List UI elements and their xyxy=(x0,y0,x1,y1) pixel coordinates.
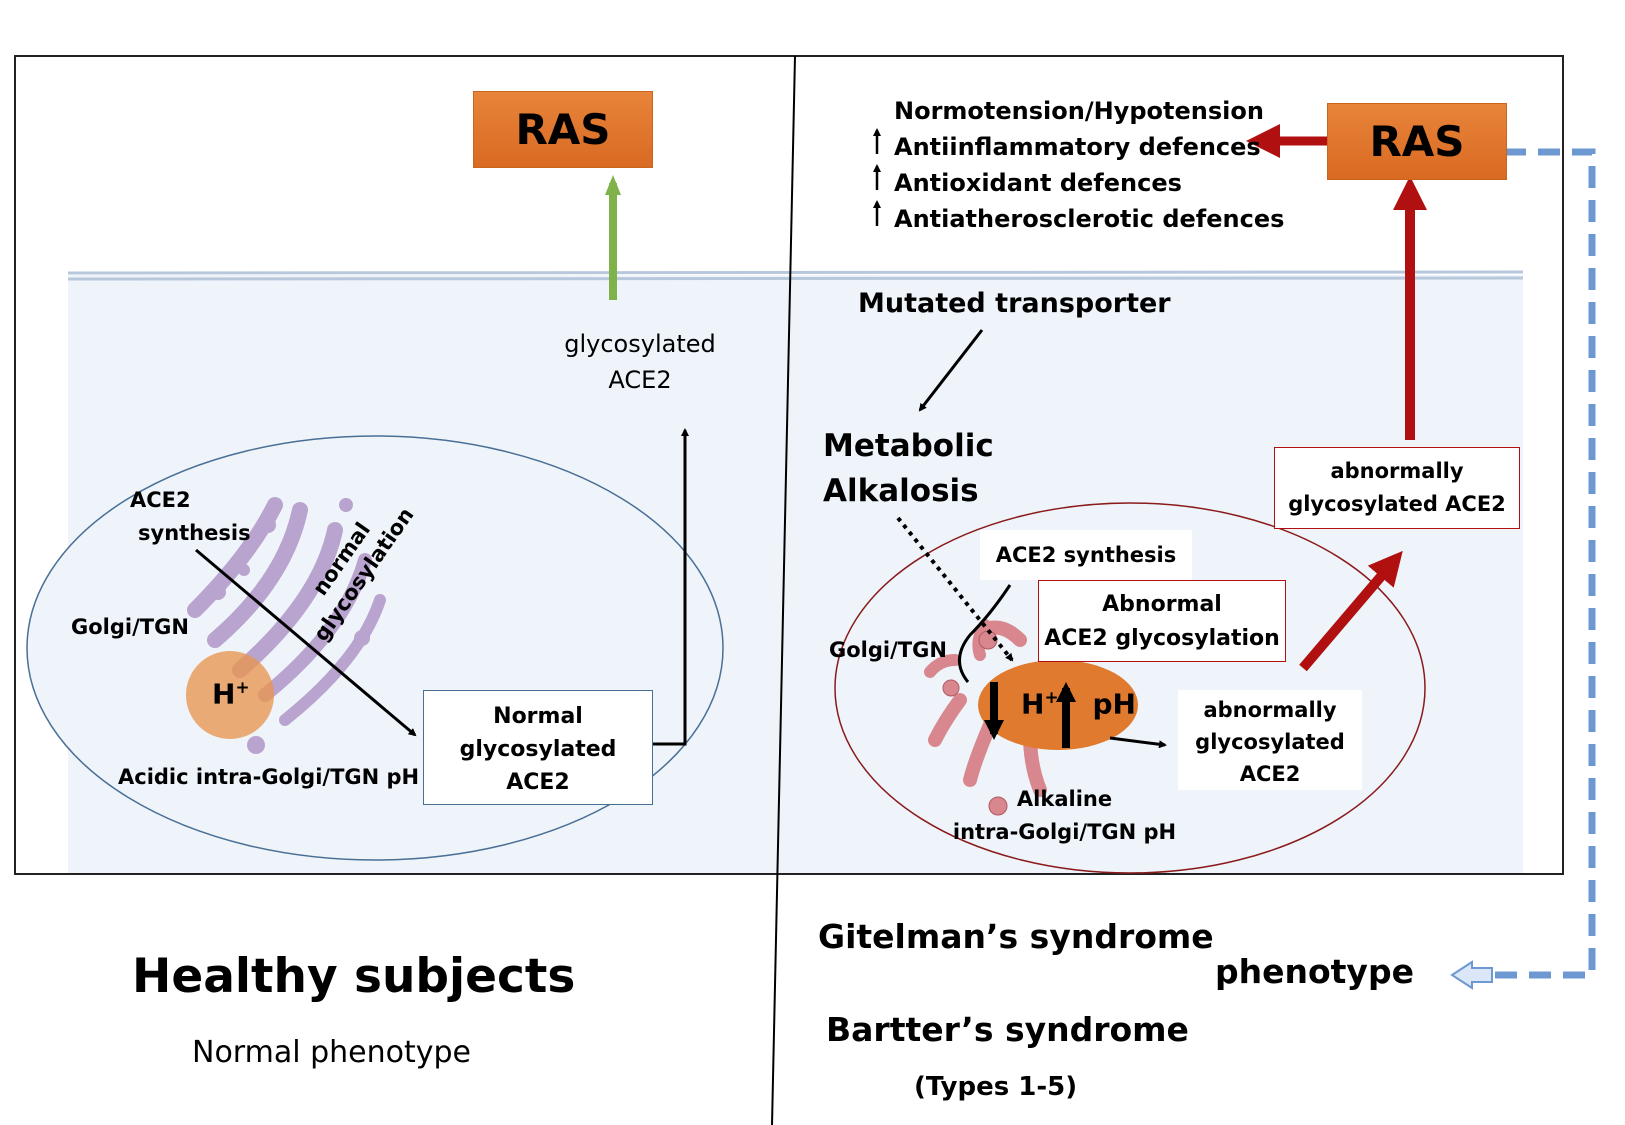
abnormal-glyc-line1: Abnormal xyxy=(1102,592,1222,617)
ace2-synthesis-left-line1: ACE2 xyxy=(130,488,191,512)
ras-label-left: RAS xyxy=(515,105,611,154)
proton-ellipse-right xyxy=(978,660,1138,750)
ras-box-right: RAS xyxy=(1327,103,1507,180)
effect-item: Antioxidant defences xyxy=(894,169,1182,197)
abnormal-top-line1: abnormally xyxy=(1330,459,1464,483)
abnormal-inner-line3: ACE2 xyxy=(1239,762,1301,786)
normal-box-line1: Normal xyxy=(493,704,583,729)
mutated-transporter-arrow xyxy=(918,329,984,412)
glycosylated-ace2-label: glycosylated ACE2 xyxy=(560,326,720,398)
abnormal-top-line2: glycosylated ACE2 xyxy=(1288,492,1506,516)
panel-divider xyxy=(771,55,796,1125)
glycosylated-ace2-line2: ACE2 xyxy=(608,366,672,394)
golgi-label-right: Golgi/TGN xyxy=(829,638,947,662)
alkaline-line1: Alkaline xyxy=(1016,787,1113,811)
proton-circle-left xyxy=(186,651,274,739)
metabolic-alkalosis-label: Metabolic Alkalosis xyxy=(823,424,994,514)
to-abnormal-ace2-arrow xyxy=(1109,736,1167,749)
abnormal-inner-line2: glycosylated xyxy=(1195,730,1345,754)
effect-item: Antiinflammatory defences xyxy=(894,133,1261,161)
abnormal-glycosylation-box: Abnormal ACE2 glycosylation xyxy=(1038,580,1286,662)
membrane-line xyxy=(67,276,1524,281)
proton-label-left: H+ xyxy=(212,677,250,711)
ace2-synthesis-box-right: ACE2 synthesis xyxy=(980,530,1192,580)
abnormal-ace2-inner-box: abnormally glycosylated ACE2 xyxy=(1178,690,1362,790)
export-arrow-left xyxy=(645,428,689,746)
types-label: (Types 1-5) xyxy=(914,1072,1078,1102)
mutated-transporter-label: Mutated transporter xyxy=(858,288,1171,319)
ace2-synthesis-right: ACE2 synthesis xyxy=(995,543,1177,567)
alkalosis-dotted-arrow xyxy=(896,516,1014,662)
red-diagonal-arrow xyxy=(1299,550,1403,672)
ace2-synthesis-left-line2: synthesis xyxy=(138,521,251,545)
acidic-ph-label: Acidic intra-Golgi/TGN pH xyxy=(118,765,420,789)
gitelman-label: Gitelman’s syndrome xyxy=(818,917,1214,956)
metabolic-line2: Alkalosis xyxy=(823,473,979,509)
normal-box-line2: glycosylated xyxy=(459,737,617,762)
phenotype-label: phenotype xyxy=(1215,952,1414,991)
effect-item: Antiatherosclerotic defences xyxy=(894,205,1285,233)
abnormal-inner-line1: abnormally xyxy=(1203,698,1337,722)
glycosylated-ace2-line1: glycosylated xyxy=(564,330,716,358)
golgi-label-left: Golgi/TGN xyxy=(71,615,189,639)
proton-h-left: H xyxy=(212,677,236,711)
bartter-label: Bartter’s syndrome xyxy=(826,1010,1189,1049)
metabolic-line1: Metabolic xyxy=(823,428,994,464)
normal-glycosylated-box: Normal glycosylated ACE2 xyxy=(423,690,653,805)
vesicles-left xyxy=(210,498,370,754)
effect-item: Normotension/Hypotension xyxy=(894,97,1264,125)
ace2-synthesis-label-left: ACE2 synthesis xyxy=(130,484,251,550)
abnormal-glyc-line2: ACE2 glycosylation xyxy=(1044,626,1280,651)
feedback-dashed-line xyxy=(1478,148,1596,979)
normal-box-line3: ACE2 xyxy=(506,770,570,795)
ras-box-left: RAS xyxy=(473,91,653,168)
proton-sup-left: + xyxy=(235,677,250,697)
membrane-line xyxy=(67,270,1524,275)
feedback-hollow-arrow xyxy=(1450,960,1493,990)
ace2-synthesis-curve-right xyxy=(958,584,1012,683)
ras-label-right: RAS xyxy=(1369,117,1465,166)
ph-label: pH xyxy=(1092,687,1136,721)
alkaline-ph-label: Alkaline intra-Golgi/TGN pH xyxy=(952,783,1177,849)
golgi-left xyxy=(187,497,386,726)
proton-sup-right: + xyxy=(1044,687,1059,707)
alkaline-line2: intra-Golgi/TGN pH xyxy=(952,820,1177,844)
vesicles-right xyxy=(942,630,1008,816)
healthy-subjects-title: Healthy subjects xyxy=(132,949,576,1004)
proton-ph-label-right: H+ pH xyxy=(1021,687,1136,721)
abnormal-ace2-top-box: abnormally glycosylated ACE2 xyxy=(1274,447,1520,529)
proton-h-right: H xyxy=(1021,687,1045,721)
effects-list: Normotension/Hypotension Antiinflammator… xyxy=(894,93,1284,237)
normal-phenotype-label: Normal phenotype xyxy=(192,1035,471,1070)
ace2-synthesis-arrow-left xyxy=(195,548,417,737)
